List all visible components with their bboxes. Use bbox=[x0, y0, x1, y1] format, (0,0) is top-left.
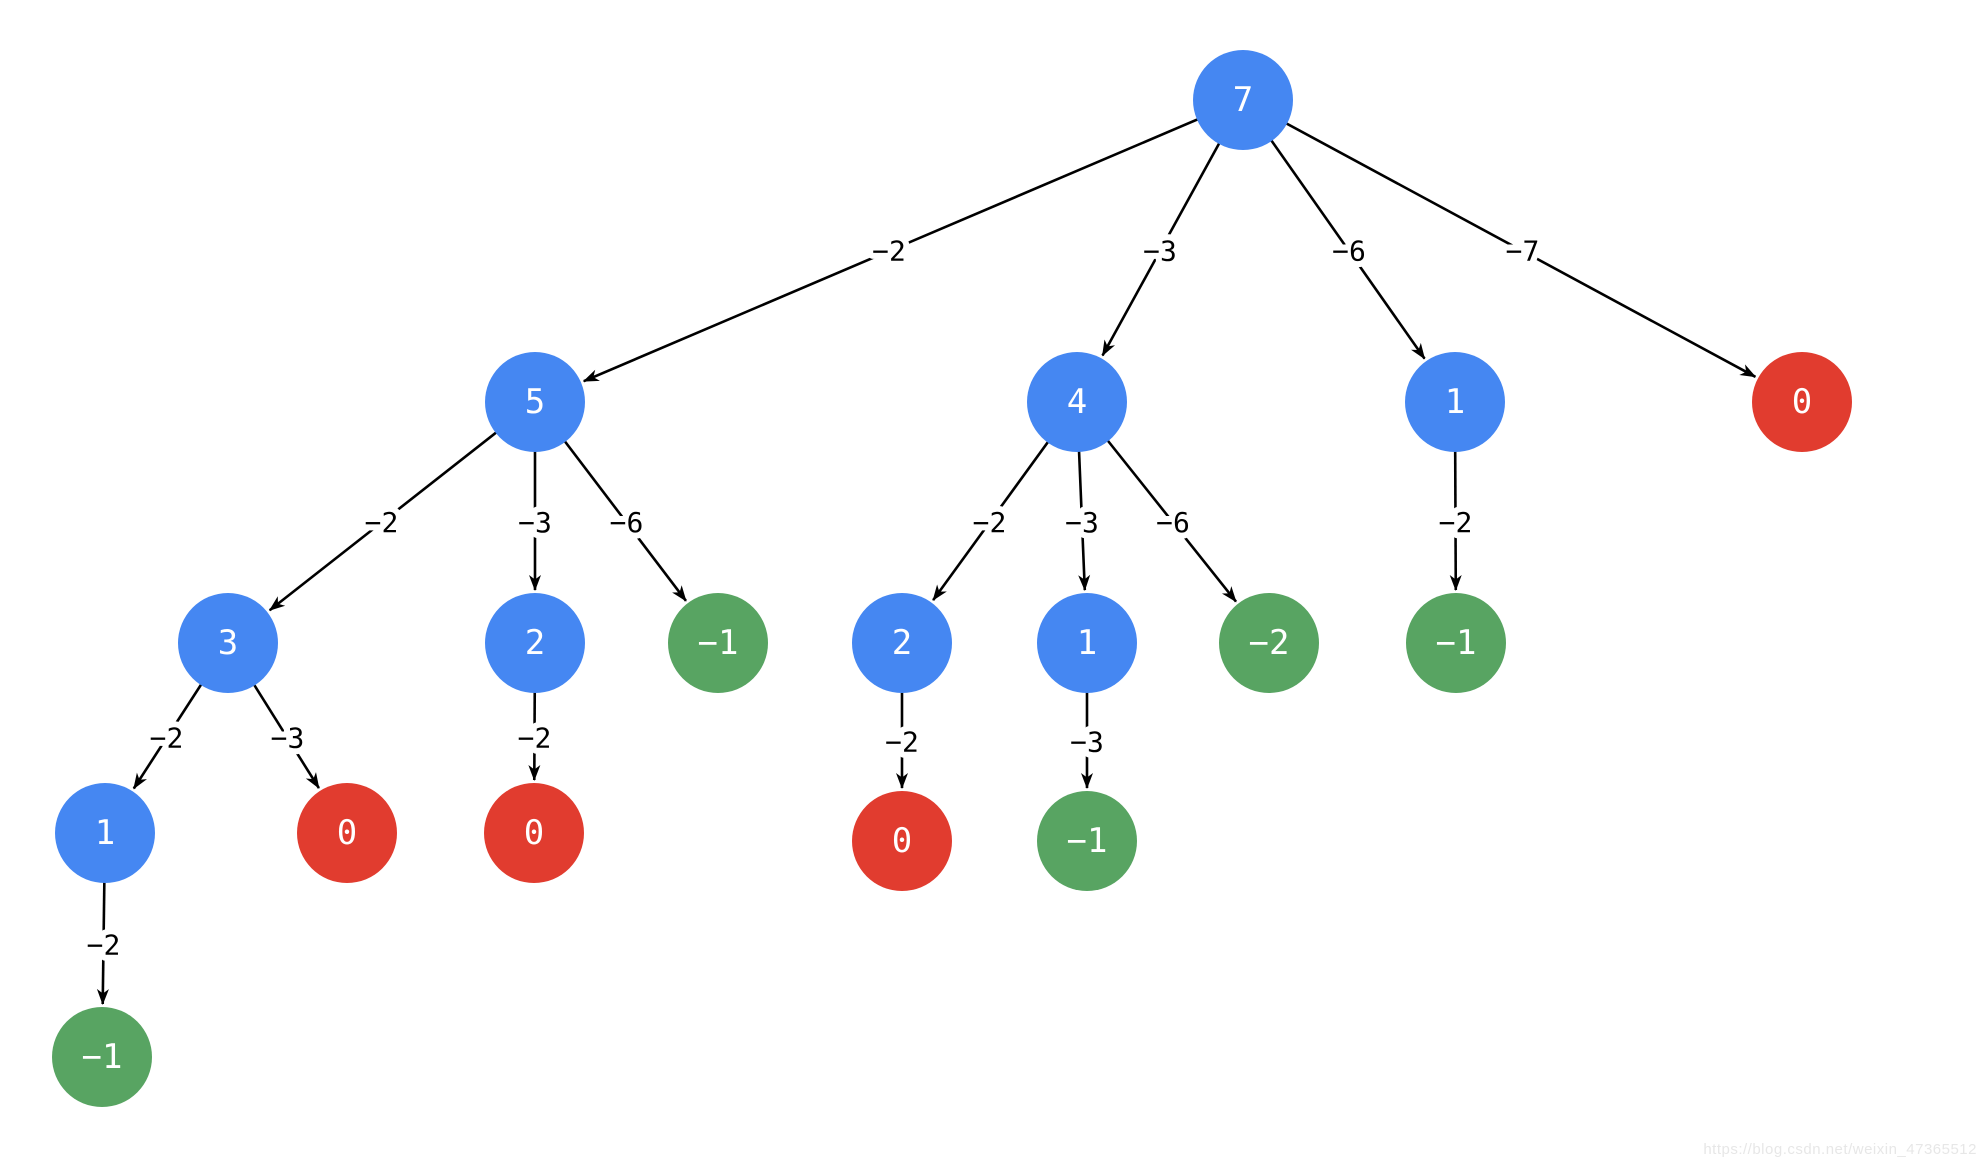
node-value-label: 2 bbox=[892, 623, 912, 663]
node-value-label: −1 bbox=[82, 1037, 123, 1077]
node-value-label: 5 bbox=[525, 382, 545, 422]
node-value-label: 4 bbox=[1067, 382, 1087, 422]
edge-weight-label: −2 bbox=[973, 506, 1007, 539]
edge-weight-label: −3 bbox=[1065, 506, 1099, 539]
edge-weight-label: −7 bbox=[1506, 235, 1540, 268]
tree-node-n4 bbox=[1027, 352, 1127, 452]
tree-node-n0d bbox=[852, 791, 952, 891]
nodes-layer: 7 5 4 1 0 3 2 −1 2 1 −2 −1 1 0 0 0 −1 −1 bbox=[52, 50, 1852, 1107]
tree-edge-root-n1a bbox=[1241, 99, 1426, 360]
node-value-label: 1 bbox=[1077, 623, 1097, 663]
node-value-label: −2 bbox=[1249, 623, 1290, 663]
node-value-label: 1 bbox=[1445, 382, 1465, 422]
edge-weight-label: −2 bbox=[1439, 506, 1473, 539]
edge-weight-label: −2 bbox=[518, 722, 552, 755]
node-value-label: −1 bbox=[1436, 623, 1477, 663]
edge-weight-label: −3 bbox=[1070, 726, 1104, 759]
tree-node-nm1c bbox=[1037, 791, 1137, 891]
edge-weight-label: −6 bbox=[1332, 235, 1366, 268]
edge-weight-label: −2 bbox=[150, 722, 184, 755]
tree-edge-root-n5 bbox=[582, 98, 1244, 383]
edge-weight-label: −3 bbox=[271, 722, 305, 755]
tree-node-n2a bbox=[485, 593, 585, 693]
edge-weight-label: −6 bbox=[1156, 506, 1190, 539]
edge-weight-label: −2 bbox=[365, 506, 399, 539]
tree-node-n1a bbox=[1405, 352, 1505, 452]
tree-node-n0b bbox=[297, 783, 397, 883]
edge-weight-label: −3 bbox=[1143, 235, 1177, 268]
edge-weight-label: −2 bbox=[87, 929, 121, 962]
tree-node-nm2a bbox=[1219, 593, 1319, 693]
tree-node-nm1a bbox=[668, 593, 768, 693]
edge-weight-label: −3 bbox=[518, 506, 552, 539]
tree-edge-n5-n3 bbox=[268, 400, 536, 612]
tree-node-nm1b bbox=[1406, 593, 1506, 693]
node-value-label: 0 bbox=[892, 821, 912, 861]
node-value-label: 1 bbox=[95, 813, 115, 853]
tree-node-n1c bbox=[55, 783, 155, 883]
tree-node-n3 bbox=[178, 593, 278, 693]
node-value-label: 7 bbox=[1233, 80, 1253, 120]
tree-node-n0a bbox=[1752, 352, 1852, 452]
edge-weight-label: −2 bbox=[872, 235, 906, 268]
node-value-label: 3 bbox=[218, 623, 238, 663]
tree-node-n1b bbox=[1037, 593, 1137, 693]
node-value-label: −1 bbox=[1067, 821, 1108, 861]
watermark-url: https://blog.csdn.net/weixin_47365512 bbox=[1703, 1141, 1977, 1158]
tree-node-nm1d bbox=[52, 1007, 152, 1107]
node-value-label: 0 bbox=[1792, 382, 1812, 422]
tree-edge-root-n0a bbox=[1242, 98, 1757, 378]
edge-weight-label: −6 bbox=[610, 506, 644, 539]
node-value-label: −1 bbox=[698, 623, 739, 663]
tree-node-n0c bbox=[484, 783, 584, 883]
edge-labels-layer: −2 −3 −6 −7 −2 −3 −6 −2 −3 −6 −2 −2 −3 −2 −2 −3 −2 bbox=[81, 229, 1546, 968]
tree-node-root bbox=[1193, 50, 1293, 150]
tree-node-n2b bbox=[852, 593, 952, 693]
node-value-label: 2 bbox=[525, 623, 545, 663]
tree-node-n5 bbox=[485, 352, 585, 452]
edge-weight-label: −2 bbox=[885, 726, 919, 759]
node-value-label: 0 bbox=[337, 813, 357, 853]
node-value-label: 0 bbox=[524, 813, 544, 853]
